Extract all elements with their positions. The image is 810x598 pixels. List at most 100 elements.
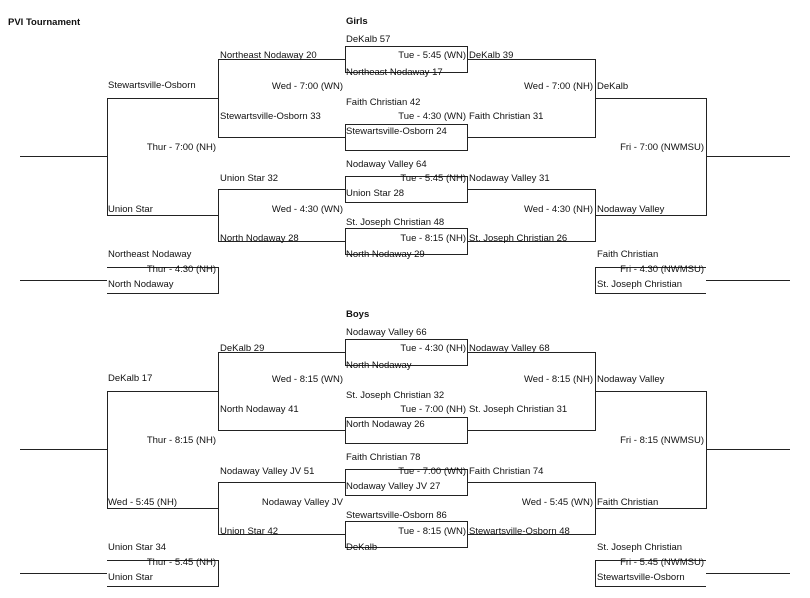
boys-fri-semi-time: Fri - 8:15 (NWMSU): [620, 435, 704, 446]
boys-bracket-line: [345, 495, 467, 496]
girls-wed-right-1-time: Wed - 7:00 (NH): [524, 81, 593, 92]
girls-bracket-line: [107, 267, 218, 268]
girls-tue-game-4-bottom: North Nodaway 29: [346, 249, 425, 260]
girls-thur-semi-top-team: Stewartsville-Osborn: [108, 80, 196, 91]
girls-tue-game-2-time: Tue - 4:30 (WN): [398, 111, 466, 122]
boys-fri-semi-bottom-team: Faith Christian: [597, 497, 659, 508]
girls-bracket-line: [345, 176, 346, 203]
girls-tue-game-1-bottom: Northeast Nodaway 17: [346, 67, 443, 78]
girls-bracket-line: [345, 176, 467, 177]
boys-tue-game-3-time: Tue - 7:00 (WN): [398, 466, 466, 477]
girls-wed-left-1-top: Northeast Nodaway 20: [220, 50, 317, 61]
girls-bracket-line: [706, 156, 790, 157]
boys-bracket-line: [345, 339, 467, 340]
boys-wed-right-1-time: Wed - 8:15 (NH): [524, 374, 593, 385]
girls-tue-game-2-result: Faith Christian 31: [469, 111, 544, 122]
girls-bracket-line: [218, 59, 345, 60]
girls-bracket-line: [706, 98, 707, 216]
boys-wed-left-2-top: Nodaway Valley JV 51: [220, 466, 315, 477]
boys-tue-game-2-bottom: North Nodaway 26: [346, 419, 425, 430]
girls-bracket-line: [218, 189, 345, 190]
boys-bracket-line: [20, 449, 107, 450]
boys-bracket-line: [345, 417, 467, 418]
girls-bracket-line: [595, 267, 706, 268]
boys-bracket-line: [595, 560, 596, 587]
girls-fri-semi-bottom-team: Nodaway Valley: [597, 204, 665, 215]
boys-tue-game-1-top: Nodaway Valley 66: [346, 327, 427, 338]
girls-wed-left-2-top: Union Star 32: [220, 173, 279, 184]
girls-bracket-line: [20, 156, 107, 157]
girls-bracket-line: [345, 150, 467, 151]
girls-tue-game-4-time: Tue - 8:15 (NH): [400, 233, 466, 244]
girls-bracket-line: [345, 254, 467, 255]
boys-bracket-line: [467, 430, 595, 431]
boys-wed-left-2-bottom: Union Star 42: [220, 526, 279, 537]
boys-bracket-line: [595, 391, 706, 392]
boys-fri-consolation-top: St. Joseph Christian: [597, 542, 683, 553]
boys-wed-left-2-time: Nodaway Valley JV: [261, 497, 343, 508]
girls-bracket-line: [218, 59, 219, 138]
boys-bracket-line: [467, 352, 595, 353]
boys-tue-game-4-bottom: DeKalb: [346, 542, 378, 553]
boys-heading: Boys: [346, 309, 370, 320]
girls-bracket-line: [595, 267, 596, 294]
girls-bracket-line: [218, 241, 345, 242]
boys-bracket-line: [467, 482, 595, 483]
boys-bracket-line: [345, 547, 467, 548]
boys-tue-game-1-bottom: North Nodaway: [346, 360, 412, 371]
girls-bracket-line: [218, 137, 345, 138]
girls-tue-game-1-time: Tue - 5:45 (WN): [398, 50, 466, 61]
boys-tue-game-1-result: Nodaway Valley 68: [469, 343, 550, 354]
girls-fri-semi-top-team: DeKalb: [597, 81, 629, 92]
girls-tue-game-3-result: Nodaway Valley 31: [469, 173, 550, 184]
girls-fri-consolation-top: Faith Christian: [597, 249, 659, 260]
girls-wed-left-1-bottom: Stewartsville-Osborn 33: [220, 111, 321, 122]
boys-bracket-line: [218, 430, 345, 431]
girls-thur-semi-bottom-team: Union Star: [108, 204, 153, 215]
boys-bracket-line: [345, 521, 467, 522]
boys-bracket-line: [107, 586, 218, 587]
girls-bracket-line: [706, 280, 790, 281]
boys-fri-semi-top-team: Nodaway Valley: [597, 374, 665, 385]
boys-fri-consolation-time: Fri - 5:45 (NWMSU): [620, 557, 704, 568]
girls-wed-left-2-time: Wed - 4:30 (WN): [271, 204, 343, 215]
boys-bracket-line: [706, 391, 707, 509]
boys-tue-game-3-top: Faith Christian 78: [346, 452, 421, 463]
boys-bracket-line: [20, 573, 107, 574]
boys-bracket-line: [345, 469, 346, 496]
boys-bracket-line: [706, 573, 790, 574]
boys-bracket-line: [595, 508, 706, 509]
girls-bracket-line: [595, 98, 706, 99]
boys-tue-game-2-time: Tue - 7:00 (NH): [400, 404, 466, 415]
girls-heading: Girls: [346, 16, 368, 27]
girls-bracket-line: [218, 267, 219, 294]
boys-tue-game-4-time: Tue - 8:15 (WN): [398, 526, 466, 537]
girls-wed-right-2-time: Wed - 4:30 (NH): [524, 204, 593, 215]
boys-bracket-line: [345, 443, 467, 444]
boys-bracket-line: [345, 339, 346, 366]
girls-tue-game-2-top: Faith Christian 42: [346, 97, 421, 108]
boys-tue-game-2-top: St. Joseph Christian 32: [346, 390, 445, 401]
boys-tue-game-3-bottom: Nodaway Valley JV 27: [346, 481, 441, 492]
boys-thur-semi-bottom-team: Wed - 5:45 (NH): [108, 497, 177, 508]
girls-bracket-line: [345, 124, 346, 151]
girls-bracket-line: [345, 72, 467, 73]
boys-bracket-line: [345, 469, 467, 470]
boys-bracket-line: [345, 521, 346, 548]
girls-fri-consolation-bottom: St. Joseph Christian: [597, 279, 683, 290]
girls-tue-game-4-result: St. Joseph Christian 26: [469, 233, 568, 244]
girls-tue-game-3-top: Nodaway Valley 64: [346, 159, 427, 170]
girls-wed-left-2-bottom: North Nodaway 28: [220, 233, 299, 244]
girls-bracket-line: [345, 202, 467, 203]
girls-bracket-line: [595, 293, 706, 294]
boys-bracket-line: [107, 508, 218, 509]
girls-bracket-line: [345, 228, 346, 255]
girls-bracket-line: [345, 124, 467, 125]
girls-bracket-line: [218, 189, 219, 242]
girls-tue-game-2-bottom: Stewartsville-Osborn 24: [346, 126, 447, 137]
boys-thur-consolation-bottom: Union Star: [108, 572, 153, 583]
girls-bracket-line: [467, 137, 595, 138]
girls-thur-consolation-bottom: North Nodaway: [108, 279, 174, 290]
boys-tue-game-2-result: St. Joseph Christian 31: [469, 404, 568, 415]
boys-bracket-line: [467, 534, 595, 535]
